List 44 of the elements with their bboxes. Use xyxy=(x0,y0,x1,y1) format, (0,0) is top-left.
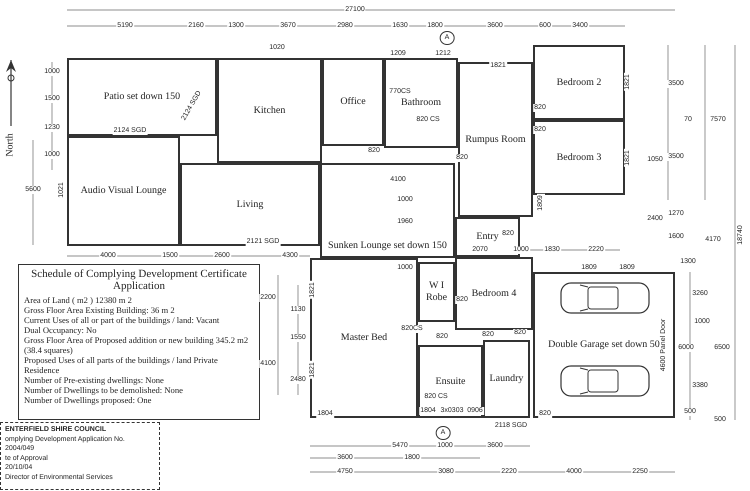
room-name: Laundry xyxy=(488,372,524,386)
schedule-line: Gross Floor Area of Proposed addition or new building 345.2 m2 (38.4 squares) xyxy=(24,335,250,355)
room-outline xyxy=(320,163,455,258)
room-name: Bedroom 2 xyxy=(556,76,602,90)
room-outline xyxy=(418,345,483,418)
approval-stamp xyxy=(0,422,160,490)
schedule-line: Number of Pre-existing dwellings: None xyxy=(24,375,165,385)
room-outline xyxy=(455,257,533,330)
room-name: Sunken Lounge set down 150 xyxy=(327,239,448,253)
room-outline xyxy=(533,120,625,195)
room-outline xyxy=(180,163,320,246)
schedule-line: Current Uses of all or part of the buildings / land: Vacant xyxy=(24,315,220,325)
room-outline xyxy=(458,62,533,217)
schedule-panel xyxy=(18,264,260,420)
room-name: Bedroom 4 xyxy=(470,286,518,300)
room-outline xyxy=(322,58,384,146)
room-outline xyxy=(67,58,217,136)
room-name: Master Bed xyxy=(340,331,388,345)
schedule-line: Dual Occupancy: No xyxy=(24,325,98,335)
schedule-line: Gross Floor Area Existing Building: 36 m 2 xyxy=(24,305,176,315)
schedule-line: Number of Dwellings to be demolished: None xyxy=(24,385,184,395)
schedule-heading: Schedule of Complying Development Certificate Application xyxy=(30,268,248,292)
schedule-line: Area of Land ( m2 ) 12380 m 2 xyxy=(24,295,133,305)
room-name: Bedroom 3 xyxy=(556,150,602,164)
room-outline xyxy=(483,340,530,418)
room-name: Double Garage set down 50 xyxy=(547,338,660,352)
room-outline xyxy=(533,45,625,120)
room-name: Entry xyxy=(475,230,500,244)
room-name: Office xyxy=(339,95,367,109)
schedule-line: Number of Dwellings proposed: One xyxy=(24,395,152,405)
room-name: Patio set down 150 xyxy=(102,90,182,104)
room-name: Kitchen xyxy=(252,104,286,118)
room-outline xyxy=(418,262,455,322)
room-name: Bathroom xyxy=(400,96,442,110)
room-outline xyxy=(217,58,322,163)
room-name: W I Robe xyxy=(424,279,448,305)
room-name: Living xyxy=(236,198,264,212)
room-outline xyxy=(67,136,180,246)
room-name: Audio Visual Lounge xyxy=(80,184,168,198)
north-label: North xyxy=(4,132,16,158)
room-name: Rumpus Room xyxy=(464,132,527,146)
schedule-line: Proposed Uses of all parts of the buildings / land Private Residence xyxy=(24,355,219,375)
room-outline xyxy=(384,58,458,148)
room-name: Ensuite xyxy=(434,374,466,388)
